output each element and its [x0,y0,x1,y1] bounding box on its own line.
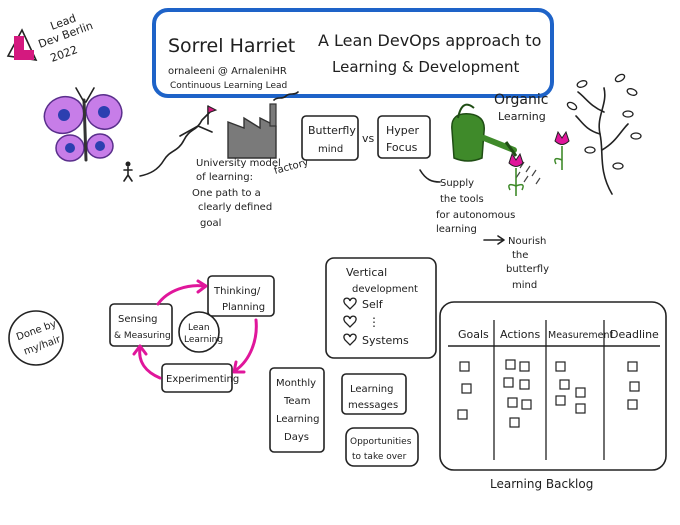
vertical-item-systems: Systems [362,334,409,347]
flower-icon [554,130,570,170]
event-logo-mark-foot [24,50,34,60]
monthly-line1: Monthly [276,378,316,389]
butterfly-icon [43,87,123,162]
vertical-development-box: Vertical development Self ⋮ Systems [325,257,437,359]
university-model-line2: of learning: [196,172,253,183]
monthly-line2: Team [283,396,310,407]
monthly-line3: Learning [276,414,319,425]
hyper-focus-line1: Hyper [386,124,420,137]
cycle-lean-line1: Lean [188,323,210,333]
vine-icon [566,73,642,195]
heart-icon [343,333,357,346]
opportunities-line2: to take over [352,452,407,462]
organic-learning-line1: Organic [494,92,548,108]
organic-learning-line2: Learning [498,110,546,123]
event-logo: Lead Dev Berlin 2022 [6,12,95,65]
vertical-item-dots: ⋮ [368,315,380,329]
opportunities-box: Opportunities to take over [345,427,419,467]
sticky-notes [457,359,640,428]
heart-icon [343,297,357,310]
cycle-experimenting: Experimenting [166,374,239,385]
butterfly-mind-box: Butterfly mind [301,115,359,161]
supply-line2: the tools [440,194,484,205]
university-model-line1: University model [196,158,281,169]
backlog-col-deadline: Deadline [610,328,659,341]
talk-title-line2: Learning & Development [332,58,519,76]
nourish-line4: mind [512,280,537,291]
cycle-thinking-line2: Planning [222,302,265,313]
header-frame [152,8,554,98]
header-box: Sorrel Harriet ornaleeni @ ArnaleniHR Co… [152,8,554,98]
butterfly-mind-line2: mind [318,144,343,155]
cycle-sensing-line2: & Measuring [114,331,171,341]
learning-messages-line2: messages [348,400,398,411]
butterfly-mind-line1: Butterfly [308,124,356,137]
done-by-circle: Done by my/hair [8,310,64,366]
nourish-line2: the [512,250,528,261]
monthly-learning-days-box: Monthly Team Learning Days [269,367,325,453]
versus-label: vs [362,132,375,145]
backlog-col-measurement: Measurement [548,330,613,341]
flower-icon [508,152,524,196]
talk-title-line1: A Lean DevOps approach to [318,31,541,50]
cycle-thinking-line1: Thinking/ [213,286,261,297]
vertical-title-line1: Vertical [346,266,387,279]
cycle-sensing-line1: Sensing [118,314,158,325]
arrow-icon [419,169,441,183]
hyper-focus-line2: Focus [386,141,418,154]
heart-icon [343,315,357,328]
learning-messages-box: Learning messages [341,373,407,415]
supply-line4: learning [436,224,477,235]
speaker-handles: ornaleeni @ ArnaleniHR [168,66,287,77]
nourish-line1: Nourish [508,236,546,247]
learning-messages-line1: Learning [350,384,393,395]
learning-backlog-board: Goals Actions Measurement Deadline Learn… [439,301,667,491]
speaker-role: Continuous Learning Lead [170,81,287,91]
backlog-col-actions: Actions [500,328,540,341]
backlog-col-goals: Goals [458,328,489,341]
backlog-label: Learning Backlog [490,477,593,491]
university-model-line3: One path to a [192,188,261,199]
monthly-line4: Days [284,432,309,443]
lean-learning-cycle: Thinking/ Planning Sensing & Measuring L… [109,275,275,393]
supply-line3: for autonomous [436,210,515,221]
vertical-item-self: Self [362,298,384,311]
watering-can-icon [451,103,541,185]
nourish-line3: butterfly [506,264,549,275]
arrow-icon [483,235,505,245]
opportunities-line1: Opportunities [350,437,412,447]
event-logo-mark [14,36,24,60]
vertical-title-line2: development [352,284,418,295]
supply-line1: Supply [440,178,474,189]
mountain-path-icon [123,105,218,182]
university-model-line4: clearly defined [198,202,272,213]
university-model-line5: goal [200,218,221,229]
hyper-focus-box: Hyper Focus [377,115,431,159]
cycle-lean-line2: Learning [184,335,223,345]
speaker-name: Sorrel Harriet [168,35,295,57]
